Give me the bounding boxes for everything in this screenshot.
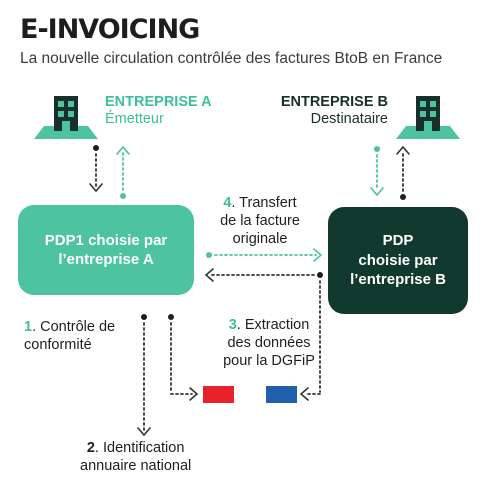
step-3-number: 3 [228, 317, 237, 333]
entreprise-b-role: Destinataire [310, 111, 388, 128]
entreprise-b-label: ENTREPRISE B Destinataire [281, 94, 388, 129]
step-2-label: 2. Identification annuaire national [80, 439, 191, 475]
step-2-line1: . Identification [94, 440, 185, 456]
page-subtitle: La nouvelle circulation contrôlée des fa… [20, 50, 443, 67]
step-3-line2: des données [227, 335, 311, 352]
pdp-b-line1: PDP [382, 232, 414, 250]
step-1-line1: . Contrôle de [32, 319, 116, 335]
step-3-label: 3. Extraction des données pour la DGFiP [204, 316, 334, 370]
building-icon [34, 96, 98, 139]
pdp-b-line2: choisie par [358, 251, 438, 269]
entreprise-a-name: ENTREPRISE A [105, 94, 212, 110]
pdp-a-line2: l’entreprise A [58, 251, 154, 268]
step-4-label: 4. Transfert de la facture originale [195, 194, 325, 248]
entreprise-a-role: Émetteur [105, 111, 164, 128]
pdp-b-box: PDP choisie par l’entreprise B [328, 207, 468, 314]
step-3-line3: pour la DGFiP [223, 353, 315, 370]
pdp-a-line1: PDP1 choisie par [44, 231, 168, 249]
step-1-label: 1. Contrôle de conformité [24, 318, 115, 354]
step-4-line1: . Transfert [231, 195, 297, 211]
page-title: E-INVOICING [20, 14, 200, 45]
step-3-line1: . Extraction [236, 317, 310, 333]
entreprise-a-label: ENTREPRISE A Émetteur [105, 94, 212, 129]
step-1-number: 1 [24, 319, 33, 335]
step-4-line2: de la facture [220, 213, 300, 230]
flag-red-band [203, 386, 234, 403]
step-4-number: 4 [223, 195, 232, 211]
step-2-number: 2 [86, 440, 95, 456]
entreprise-b-name: ENTREPRISE B [280, 94, 388, 110]
pdp-b-line3: l’entreprise B [350, 271, 446, 289]
pdp-a-box: PDP1 choisie par l’entreprise A [18, 205, 194, 295]
step-4-line3: originale [232, 231, 288, 248]
step-1-line2: conformité [24, 337, 92, 354]
building-icon [396, 96, 460, 139]
step-2-line2: annuaire national [80, 458, 192, 475]
flag-blue-band [266, 386, 297, 403]
